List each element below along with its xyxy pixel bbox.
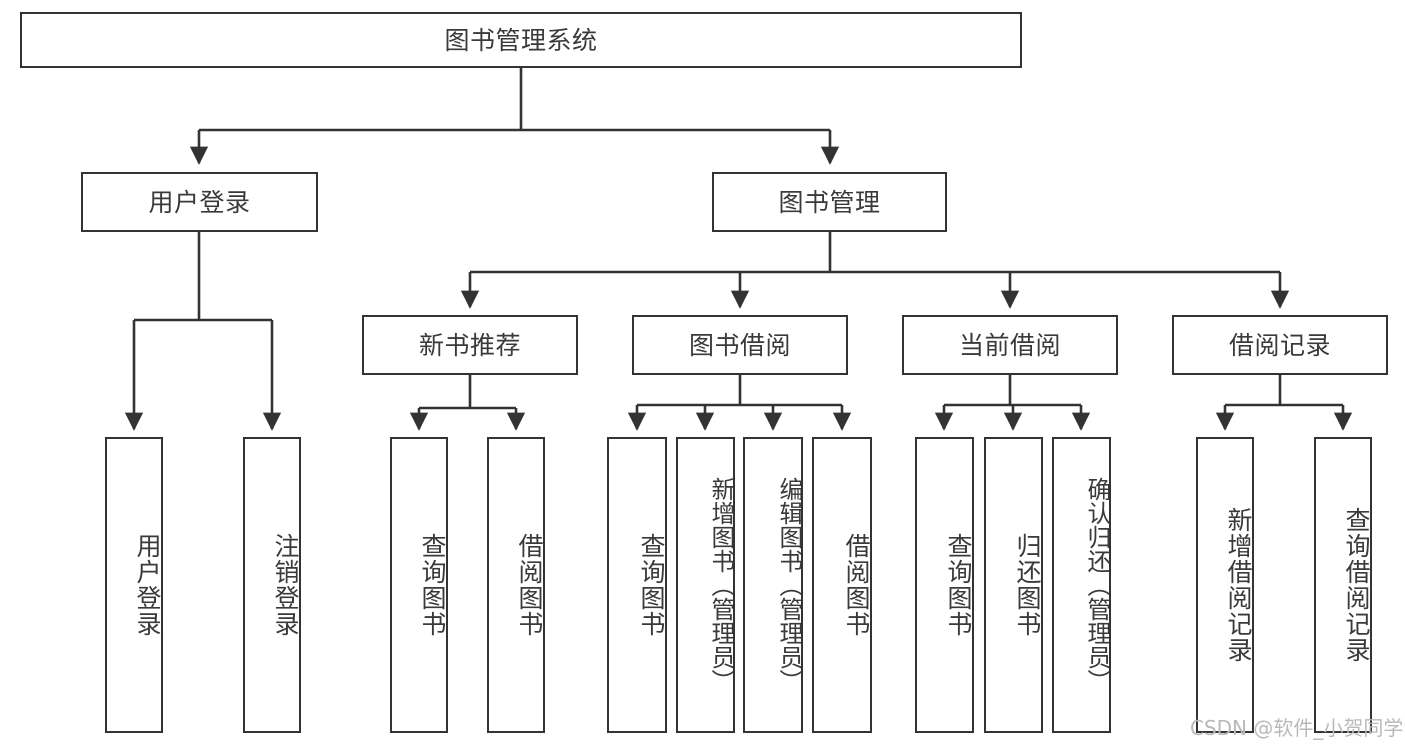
leaf-current-borrow-return-book[interactable]: 归还图书 [984,437,1043,733]
leaf-user-login-logout[interactable]: 注销登录 [243,437,301,733]
node-label: 查询图书 [637,533,666,637]
node-label: 新增图书（管理员） [707,477,735,693]
node-book-management[interactable]: 图书管理 [712,172,947,232]
node-label: 查询图书 [418,533,447,637]
node-book-borrow[interactable]: 图书借阅 [632,315,848,375]
node-label: 确认归还（管理员） [1083,477,1111,693]
node-current-borrow[interactable]: 当前借阅 [902,315,1118,375]
node-root-book-management-system[interactable]: 图书管理系统 [20,12,1022,68]
leaf-book-borrow-edit-book-admin[interactable]: 编辑图书（管理员） [743,437,803,733]
leaf-borrow-record-query-record[interactable]: 查询借阅记录 [1314,437,1372,733]
node-new-book-recommend[interactable]: 新书推荐 [362,315,578,375]
leaf-book-borrow-query-book[interactable]: 查询图书 [607,437,667,733]
node-user-login[interactable]: 用户登录 [81,172,318,232]
leaf-book-borrow-borrow-book[interactable]: 借阅图书 [812,437,872,733]
leaf-book-borrow-add-book-admin[interactable]: 新增图书（管理员） [676,437,735,733]
leaf-current-borrow-confirm-return-admin[interactable]: 确认归还（管理员） [1052,437,1111,733]
node-label: 用户登录 [133,533,162,637]
node-label: 查询图书 [944,533,973,637]
node-label: 新书推荐 [418,330,521,360]
leaf-borrow-record-add-record[interactable]: 新增借阅记录 [1196,437,1254,733]
leaf-user-login-login[interactable]: 用户登录 [105,437,163,733]
node-label: 用户登录 [148,187,251,217]
node-label: 新增借阅记录 [1224,507,1253,663]
node-label: 注销登录 [271,533,300,637]
node-label: 借阅图书 [515,533,544,637]
node-label: 查询借阅记录 [1342,507,1371,663]
leaf-current-borrow-query-book[interactable]: 查询图书 [915,437,974,733]
node-label: 借阅记录 [1228,330,1331,360]
node-label: 图书管理系统 [444,25,598,55]
csdn-watermark: CSDN @软件_小贺同学 [1190,716,1404,740]
node-label: 归还图书 [1013,533,1042,637]
leaf-new-book-borrow-book[interactable]: 借阅图书 [487,437,545,733]
node-label: 借阅图书 [842,533,871,637]
leaf-new-book-query-book[interactable]: 查询图书 [390,437,448,733]
node-label: 当前借阅 [958,330,1061,360]
node-label: 编辑图书（管理员） [775,477,803,693]
node-label: 图书管理 [778,187,881,217]
node-borrow-record[interactable]: 借阅记录 [1172,315,1388,375]
node-label: 图书借阅 [688,330,791,360]
